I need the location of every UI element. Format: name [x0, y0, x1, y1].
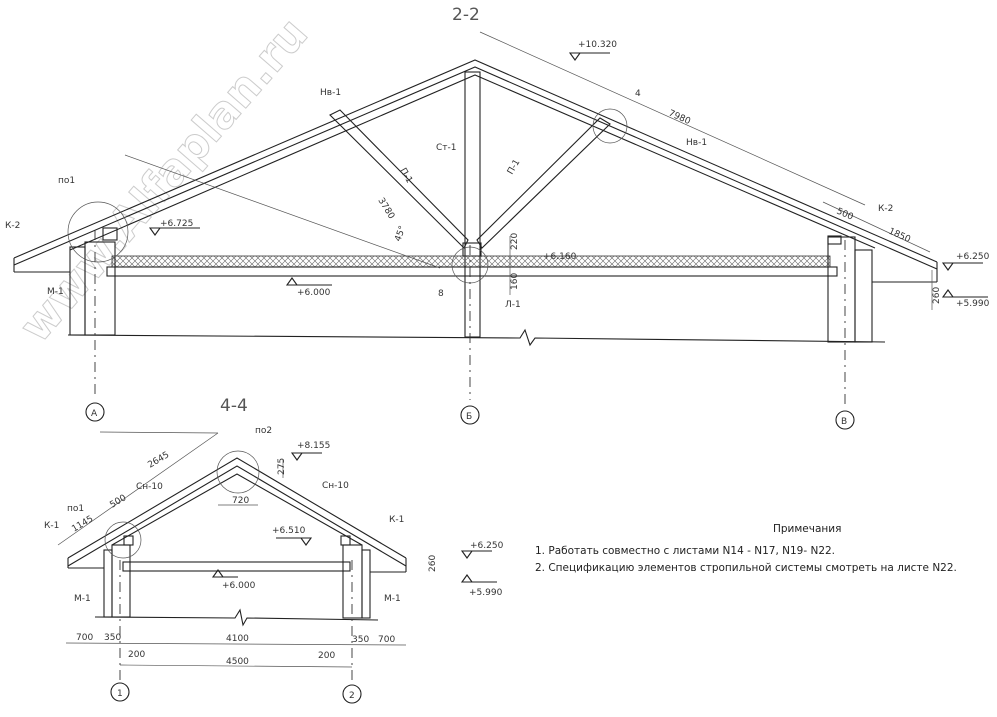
label-hv1-right: Нв-1: [686, 138, 707, 148]
label-k1-right: К-1: [389, 515, 404, 525]
svg-text:А: А: [91, 409, 98, 419]
label-po1: по1: [58, 176, 75, 186]
elev-mark: [568, 52, 610, 61]
svg-text:В: В: [841, 417, 847, 427]
dim-1850: 1850: [887, 227, 912, 246]
elev-6160: +6.160: [543, 252, 577, 262]
dim-160: 160: [510, 273, 520, 290]
axis-marker-b: Б: [460, 405, 480, 425]
brace-left: [329, 109, 469, 249]
dim-260: 260: [932, 287, 942, 304]
wall-right: [342, 544, 363, 619]
elev-5990: +5.990: [956, 299, 990, 309]
label-k2-right: К-2: [878, 204, 893, 214]
label-po2: по2: [255, 426, 272, 436]
label-p1-right: П-1: [506, 158, 523, 177]
dim-1145: 1145: [70, 514, 95, 534]
brace-right: [476, 117, 611, 249]
elev-ridge: +10.320: [578, 40, 617, 50]
watermark: www.Alfaplan.ru: [10, 8, 318, 352]
elev-5990: +5.990: [469, 588, 503, 598]
svg-text:2: 2: [349, 691, 355, 701]
dim-700-left: 700: [76, 633, 93, 643]
axis-marker-a: А: [85, 402, 105, 422]
elev-6725: +6.725: [160, 219, 193, 229]
ceiling-insulation: [111, 255, 831, 268]
node-po2-marker: [216, 450, 260, 494]
svg-text:Б: Б: [466, 412, 472, 422]
dim-3780: 3780: [375, 196, 396, 221]
dim-200-right: 200: [318, 651, 335, 661]
label-k1-left: К-1: [44, 521, 59, 531]
axis-marker-2: 2: [342, 684, 362, 704]
elev-6000: +6.000: [297, 288, 331, 298]
label-po1: по1: [67, 504, 84, 514]
dim-4500: 4500: [226, 657, 249, 667]
elev-6510: +6.510: [272, 526, 306, 536]
rafters: [67, 457, 407, 573]
elev-8155: +8.155: [297, 441, 330, 451]
dim-4100: 4100: [226, 634, 249, 644]
dim-7980: 7980: [667, 109, 692, 128]
dim-260: 260: [428, 555, 438, 572]
dim-220: 220: [510, 233, 520, 250]
dim-500: 500: [108, 493, 128, 511]
dim-275: 275: [277, 458, 287, 475]
elev-6000: +6.000: [222, 581, 256, 591]
axis-marker-1: 1: [110, 682, 130, 702]
label-node-8: 8: [438, 289, 444, 299]
note-item: 1. Работать совместно с листами N14 - N1…: [535, 545, 835, 557]
elev-6250: +6.250: [470, 541, 504, 551]
center-post: [464, 71, 481, 338]
wall-left: [103, 549, 113, 618]
node-po1-marker: [104, 521, 142, 559]
rafter-left: [13, 59, 938, 283]
ceiling-slab: [106, 266, 838, 277]
dim-200-left: 200: [128, 650, 145, 660]
notes: Примечания 1. Работать совместно с листа…: [535, 523, 957, 574]
notes-title: Примечания: [773, 523, 841, 535]
axis-marker-v: В: [835, 410, 855, 430]
label-sn10-right: Сн-10: [322, 481, 349, 491]
angle-45: 45°: [393, 225, 408, 243]
wall-right: [827, 235, 873, 343]
label-m1-right: М-1: [384, 594, 401, 604]
label-k2-left: К-2: [5, 221, 20, 231]
dim-2645: 2645: [146, 450, 171, 470]
label-sn10-left: Сн-10: [136, 482, 163, 492]
label-hv1-left: Нв-1: [320, 88, 341, 98]
dim-720: 720: [232, 496, 249, 506]
node-4-marker: [592, 108, 628, 144]
dim-350-left: 350: [104, 633, 121, 643]
label-m1: М-1: [47, 287, 64, 297]
ceiling-beam: [122, 561, 351, 572]
dim-500: 500: [835, 207, 855, 223]
section-4-4: 4-4 1 2: [44, 396, 504, 704]
label-st1: Ст-1: [436, 143, 457, 153]
dim-700-right: 700: [378, 635, 395, 645]
label-node-4: 4: [635, 89, 641, 99]
elev-6250: +6.250: [956, 252, 990, 262]
base-line: [94, 608, 379, 627]
section-title: 2-2: [452, 5, 480, 25]
section-2-2: 2-2: [5, 5, 990, 430]
dim-350-right: 350: [352, 635, 369, 645]
svg-text:1: 1: [117, 689, 123, 699]
note-item: 2. Спецификацию элементов стропильной си…: [535, 562, 957, 574]
label-m1-left: М-1: [74, 594, 91, 604]
label-l1: Л-1: [505, 300, 521, 310]
base-line: [67, 328, 886, 347]
section-title: 4-4: [220, 396, 248, 416]
